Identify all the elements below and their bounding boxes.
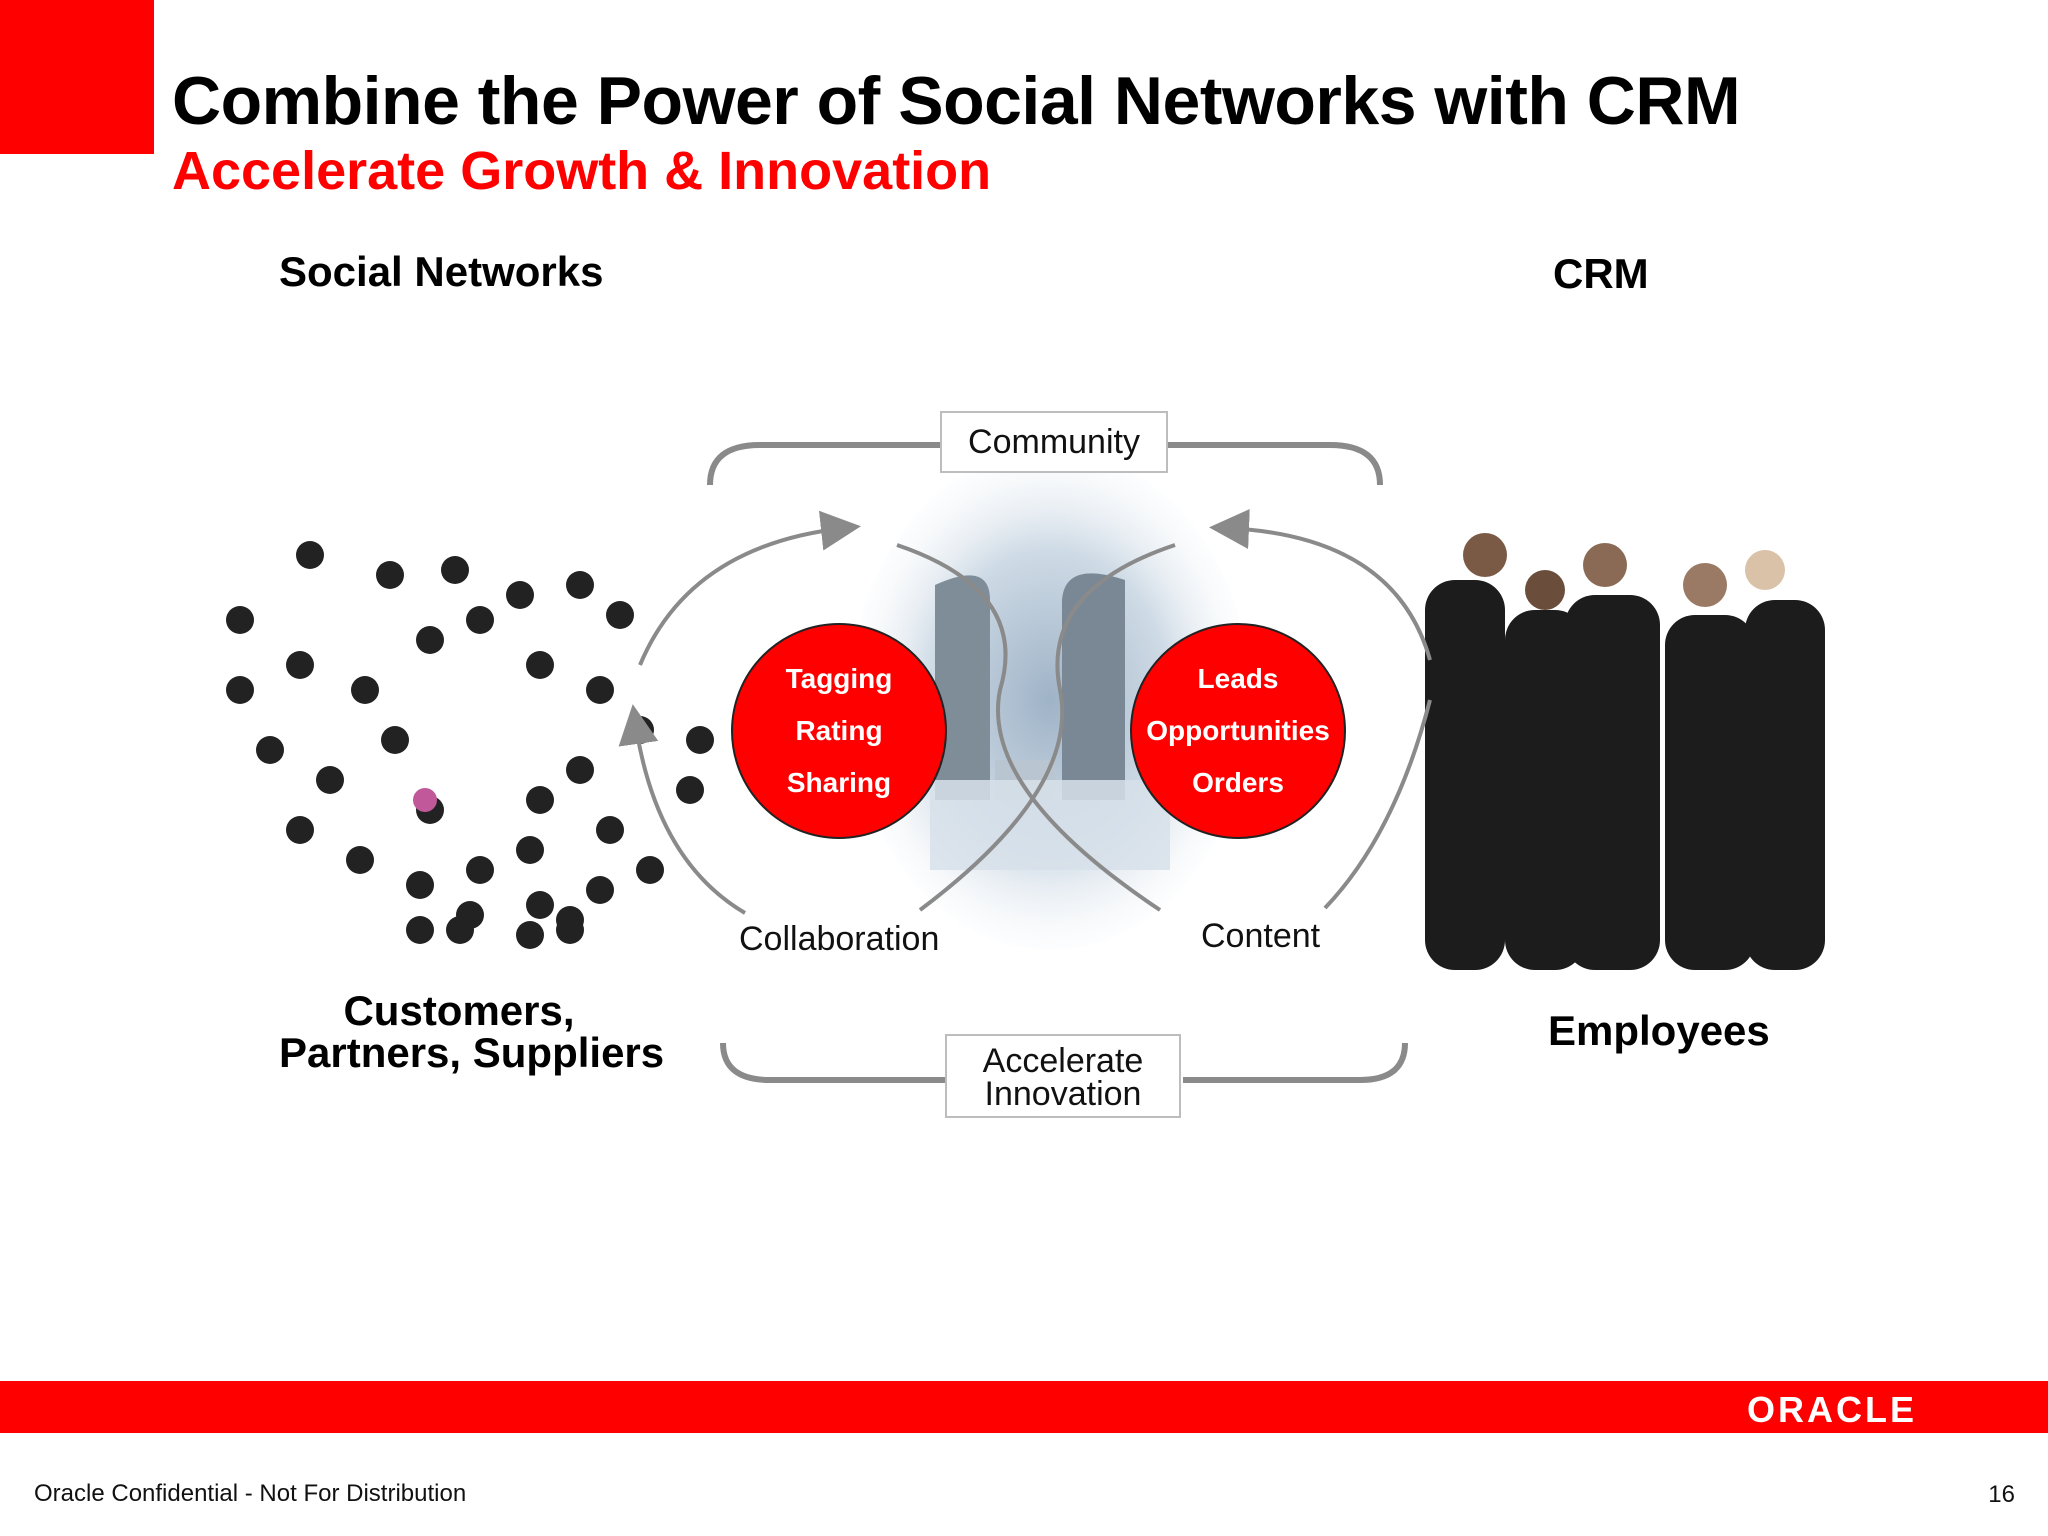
crm-actions-circle: Leads Opportunities Orders xyxy=(1130,623,1346,839)
crm-heading: CRM xyxy=(1553,250,1649,297)
circle-item-leads: Leads xyxy=(1197,663,1279,694)
crowd-image xyxy=(226,541,714,949)
accelerate-innovation-box: Accelerate Innovation xyxy=(945,1034,1181,1118)
circle-item-rating: Rating xyxy=(795,715,883,746)
content-label: Content xyxy=(1201,917,1321,955)
accelerate-innovation-line2: Innovation xyxy=(984,1075,1142,1113)
footer-bar xyxy=(0,1381,2048,1433)
employees-image xyxy=(1425,533,1825,970)
community-box: Community xyxy=(940,411,1168,473)
cycle-arrows xyxy=(618,509,1432,915)
city-hall-image xyxy=(850,450,1250,950)
customers-caption-line1: Customers, xyxy=(343,987,575,1034)
social-actions-circle: Tagging Rating Sharing xyxy=(731,623,947,839)
innovation-bracket xyxy=(720,1042,1408,1083)
oracle-logo: ORACLE xyxy=(1747,1389,1917,1430)
slide-subtitle: Accelerate Growth & Innovation xyxy=(172,141,992,201)
circle-item-opportunities: Opportunities xyxy=(1146,715,1330,746)
slide-title: Combine the Power of Social Networks wit… xyxy=(172,63,1741,139)
red-corner-block xyxy=(0,0,154,154)
customers-caption: Customers, Partners, Suppliers xyxy=(279,987,665,1076)
customers-caption-line2: Partners, Suppliers xyxy=(279,1029,665,1076)
collaboration-label: Collaboration xyxy=(739,920,940,958)
accelerate-innovation-line1: Accelerate xyxy=(982,1042,1144,1080)
circle-item-orders: Orders xyxy=(1192,767,1284,798)
confidential-notice: Oracle Confidential - Not For Distributi… xyxy=(34,1480,467,1507)
social-networks-heading: Social Networks xyxy=(279,248,604,295)
community-bracket xyxy=(707,442,1383,486)
circle-item-sharing: Sharing xyxy=(786,767,892,798)
circle-item-tagging: Tagging xyxy=(785,663,893,694)
page-number: 16 xyxy=(1988,1481,2015,1508)
employees-caption: Employees xyxy=(1548,1007,1770,1054)
